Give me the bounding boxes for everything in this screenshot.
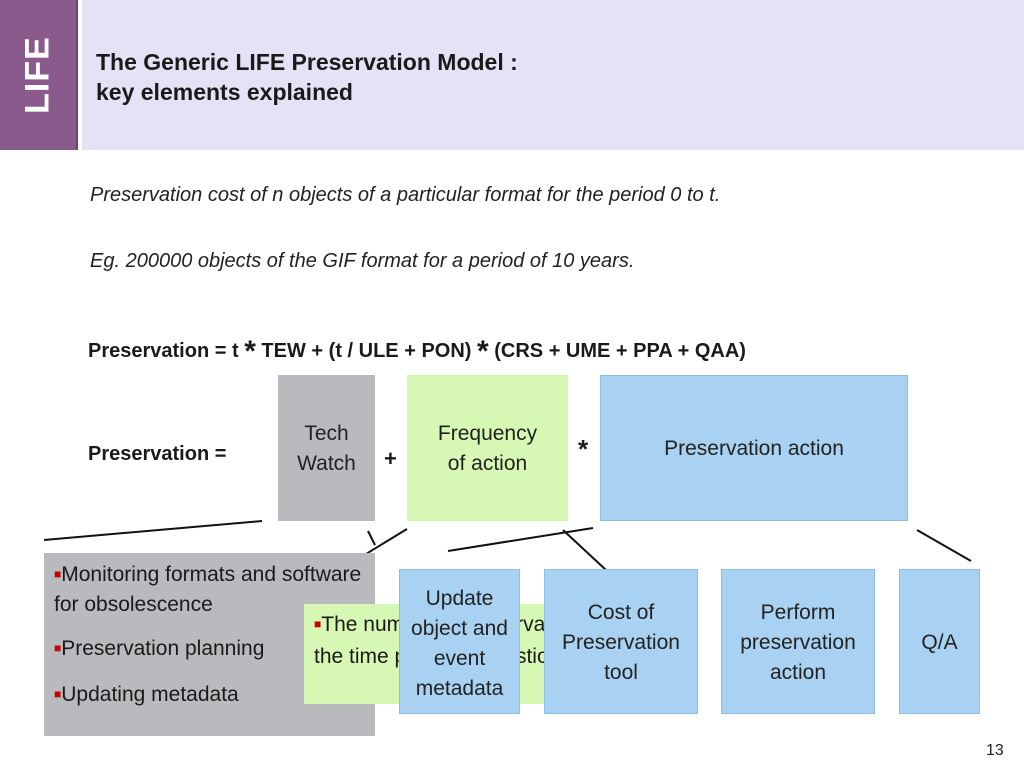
cost-tool-line-3: tool	[604, 661, 638, 684]
detail-text: Monitoring formats and software for obso…	[54, 563, 362, 616]
detail-text: Updating metadata	[61, 683, 239, 706]
bullet-square-icon: ■	[54, 567, 62, 581]
formula-star-2: *	[477, 335, 489, 368]
formula-part-2: TEW + (t / ULE + PON)	[255, 340, 477, 362]
cost-tool-line-2: Preservation	[562, 631, 680, 654]
frequency-line-1: Frequency	[437, 422, 538, 445]
bullet-square-icon: ■	[54, 687, 62, 701]
formula-star-1: *	[244, 335, 256, 368]
qa-label: Q/A	[921, 631, 958, 654]
tech-watch-line-2: Watch	[297, 452, 356, 475]
title-line-1: The Generic LIFE Preservation Model :	[96, 49, 518, 75]
page-number: 13	[986, 742, 1004, 759]
title-line-2: key elements explained	[96, 79, 353, 105]
tech-watch-line-1: Tech	[304, 422, 349, 445]
bullet-square-icon: ■	[54, 641, 62, 655]
preservation-action-label: Preservation action	[664, 437, 844, 460]
bullet-square-icon: ■	[314, 617, 322, 631]
frequency-line-2: of action	[447, 452, 528, 475]
intro-line-1: Preservation cost of n objects of a part…	[90, 184, 721, 206]
frequency-box: Frequency of action	[407, 375, 568, 521]
brand-tab: LIFE	[0, 0, 78, 150]
formula: Preservation = t * TEW + (t / ULE + PON)…	[88, 331, 746, 368]
perform-action-line-3: action	[769, 661, 827, 684]
update-metadata-line-2: object and	[411, 617, 508, 640]
update-metadata-line-3: event	[433, 647, 486, 670]
perform-action-box: Perform preservation action	[721, 569, 875, 714]
update-metadata-line-1: Update	[425, 587, 494, 610]
connector-frequency-right	[447, 527, 594, 552]
times-operator: *	[578, 434, 589, 464]
diagram-label: Preservation =	[88, 443, 227, 465]
perform-action-line-1: Perform	[760, 601, 836, 624]
tech-watch-box: Tech Watch	[278, 375, 375, 521]
formula-part-3: (CRS + UME + PPA + QAA)	[488, 340, 746, 362]
detail-item: ■Updating metadata	[54, 681, 365, 711]
header-band	[82, 0, 1024, 150]
detail-item: ■Preservation planning	[54, 635, 365, 665]
detail-text: Preservation planning	[61, 637, 265, 660]
connector-action-left	[562, 529, 607, 571]
update-metadata-box: Update object and event metadata	[399, 569, 520, 714]
preservation-action-box: Preservation action	[600, 375, 908, 521]
perform-action-line-2: preservation	[740, 631, 856, 654]
connector-action-right	[916, 529, 972, 562]
formula-part-1: Preservation = t	[88, 340, 245, 362]
connector-tech-right	[367, 530, 376, 546]
plus-operator: +	[384, 446, 397, 471]
cost-tool-line-1: Cost of	[587, 601, 655, 624]
page-title: The Generic LIFE Preservation Model : ke…	[96, 47, 518, 107]
update-metadata-line-4: metadata	[415, 677, 504, 700]
connector-tech-left	[43, 520, 263, 541]
qa-box: Q/A	[899, 569, 980, 714]
cost-tool-box: Cost of Preservation tool	[544, 569, 698, 714]
detail-item: ■Monitoring formats and software for obs…	[54, 561, 365, 619]
intro-line-2: Eg. 200000 objects of the GIF format for…	[90, 250, 635, 272]
